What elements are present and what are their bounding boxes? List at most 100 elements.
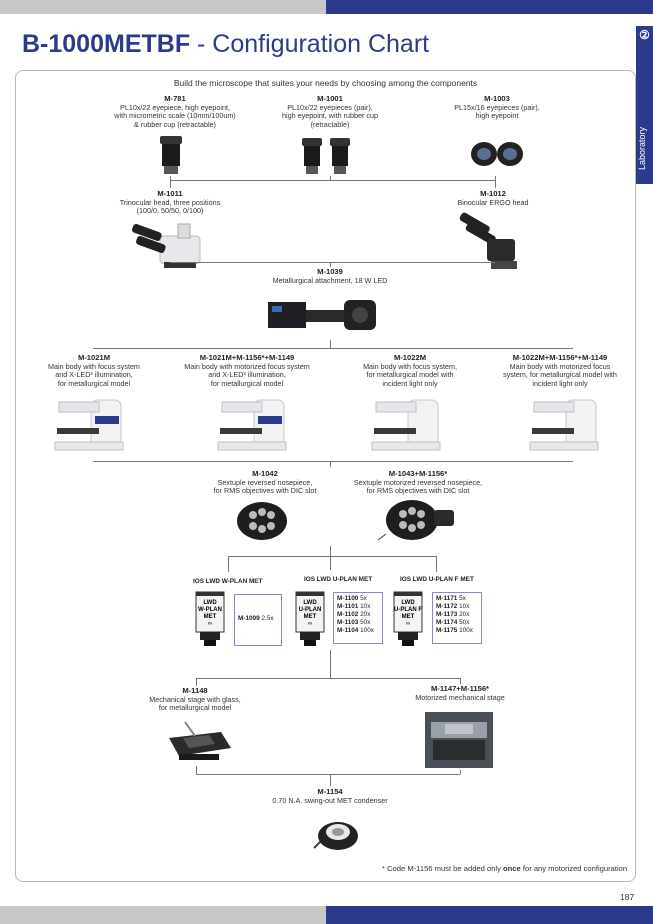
component-desc: PL10x/22 eyepieces (pair),	[287, 102, 373, 112]
nosepiece-image	[237, 502, 287, 540]
connector-line	[460, 770, 461, 774]
objective-heading: IOS LWD U-PLAN F MET	[400, 576, 474, 583]
motorized-nosepiece-image	[377, 500, 454, 541]
objective-code: M-1104	[337, 627, 359, 634]
barrel-text: ∞	[208, 621, 212, 627]
objective-code: M-1175	[436, 627, 458, 634]
objective-mag: 2.5x	[261, 615, 274, 622]
page-number: 187	[620, 892, 635, 902]
component-desc: Mechanical stage with glass,	[149, 694, 241, 704]
connector-line	[330, 650, 331, 678]
barrel-text: U-PLAN F	[394, 607, 422, 613]
component-code: M-1012	[480, 189, 506, 198]
objective-mag: 5x	[360, 595, 367, 602]
objective-uplan-image: LWD U-PLAN MET ∞	[295, 591, 325, 646]
objective-code: M-1172	[436, 603, 458, 610]
component-desc: with micrometric scale (10mm/100um)	[114, 111, 236, 121]
component-code: M-1154	[317, 787, 343, 796]
component-desc: and X-LED³ illumination,	[55, 370, 133, 380]
objective-code: M-1099	[238, 615, 260, 622]
connector-line	[170, 180, 171, 188]
footnote: * Code M-1156 must be added only once fo…	[382, 864, 627, 873]
connector-line	[196, 678, 197, 686]
connector-line	[436, 556, 437, 572]
objective-mag: 5x	[459, 595, 466, 602]
component-code: M-1021M	[77, 353, 111, 362]
component-m1039: M-1039 Metallurgical attachment, 18 W LE…	[230, 267, 430, 285]
component-desc: & rubber cup (retractable)	[134, 119, 216, 129]
top-bar-blue	[326, 0, 653, 14]
connector-line	[330, 340, 331, 348]
component-desc: (retractable)	[310, 119, 350, 129]
objective-code: M-1101	[337, 603, 359, 610]
top-bar-gray	[0, 0, 326, 14]
barrel-text: LWD	[401, 600, 415, 606]
component-desc: incident light only	[382, 378, 438, 388]
connector-line	[330, 556, 331, 570]
component-m1022m: M-1022M Main body with focus system, for…	[340, 353, 480, 388]
barrel-text: MET	[204, 614, 217, 620]
objective-list-wplan: M-1099 2.5x	[234, 594, 282, 646]
component-code: M-1147+M-1156*	[430, 684, 490, 693]
component-desc: Sextuple reversed nosepiece,	[217, 477, 313, 487]
objective-mag: 100x	[459, 627, 473, 634]
objective-mag: 50x	[360, 619, 371, 626]
component-m1001: M-1001 PL10x/22 eyepieces (pair), high e…	[245, 94, 415, 129]
barrel-text: MET	[402, 614, 415, 620]
component-desc: 0.70 N.A. swing-out MET condenser	[272, 795, 388, 805]
title-rest: - Configuration Chart	[190, 30, 430, 58]
objective-list-uplanf: M-1171 5x M-1172 10x M-1173 20x M-1174 5…	[432, 592, 482, 644]
component-desc: Metallurgical attachment, 18 W LED	[272, 275, 388, 285]
trinocular-head-image	[132, 223, 201, 268]
binocular-head-image	[459, 212, 517, 269]
component-desc: for RMS objectives with DIC slot	[213, 486, 317, 496]
component-code: M-781	[164, 94, 186, 103]
objective-uplanf-image: LWD U-PLAN F MET ∞	[393, 591, 423, 646]
objective-code: M-1103	[337, 619, 359, 626]
eyepiece-image	[160, 136, 182, 174]
connector-line	[330, 262, 331, 267]
intro-text: Build the microscope that suites your ne…	[173, 78, 478, 88]
connector-line	[330, 461, 331, 467]
component-m1148: M-1148 Mechanical stage with glass, for …	[120, 686, 270, 713]
component-m1042: M-1042 Sextuple reversed nosepiece, for …	[195, 469, 335, 496]
objective-code: M-1174	[436, 619, 458, 626]
mechanical-stage-image	[169, 721, 231, 760]
objective-mag: 20x	[360, 611, 371, 618]
connector-line	[460, 678, 461, 684]
barrel-text: ∞	[308, 621, 312, 627]
barrel-text: ∞	[406, 621, 410, 627]
title-code: B-1000METBF	[22, 30, 191, 58]
component-desc: Sextuple motorized reversed nosepiece,	[353, 477, 483, 487]
component-m1012: M-1012 Binocular ERGO head	[408, 189, 578, 207]
objective-list-uplan: M-1100 5x M-1101 10x M-1102 20x M-1103 5…	[333, 592, 383, 644]
barrel-text: LWD	[303, 600, 317, 606]
component-code: M-1148	[182, 686, 208, 695]
objective-mag: 10x	[360, 603, 371, 610]
component-code: M-1039	[317, 267, 343, 276]
eyepiece-pair-image	[302, 138, 350, 174]
connector-line	[330, 774, 331, 786]
bottom-bar-gray	[0, 906, 326, 924]
objective-heading: IOS LWD W-PLAN MET	[193, 578, 263, 585]
component-desc: for metallurgical model	[158, 703, 232, 713]
component-code: M-1043+M-1156*	[388, 469, 448, 478]
objective-mag: 50x	[459, 619, 470, 626]
connector-line	[93, 348, 573, 349]
main-body-image	[54, 399, 124, 451]
component-desc: for metallurgical model	[57, 378, 131, 388]
component-desc: PL10x/22 eyepiece, high eyepoint,	[120, 102, 230, 112]
component-desc: system, for metallurgical model with	[503, 370, 617, 380]
connector-line	[330, 546, 331, 556]
footnote-post: for any motorized configuration	[520, 864, 628, 873]
component-desc: for RMS objectives with DIC slot	[366, 486, 470, 496]
chart-frame	[15, 70, 636, 882]
connector-line	[196, 678, 460, 679]
main-body-incident-motorized-image	[529, 399, 599, 451]
metallurgical-attachment-image	[268, 300, 376, 330]
section-tab	[636, 26, 653, 184]
component-desc: PL15x/16 eyepieces (pair),	[454, 102, 540, 112]
component-code: M-1022M+M-1156*+M-1149	[512, 353, 608, 362]
component-m1154: M-1154 0.70 N.A. swing-out MET condenser	[230, 787, 430, 805]
component-code: M-1011	[157, 189, 183, 198]
